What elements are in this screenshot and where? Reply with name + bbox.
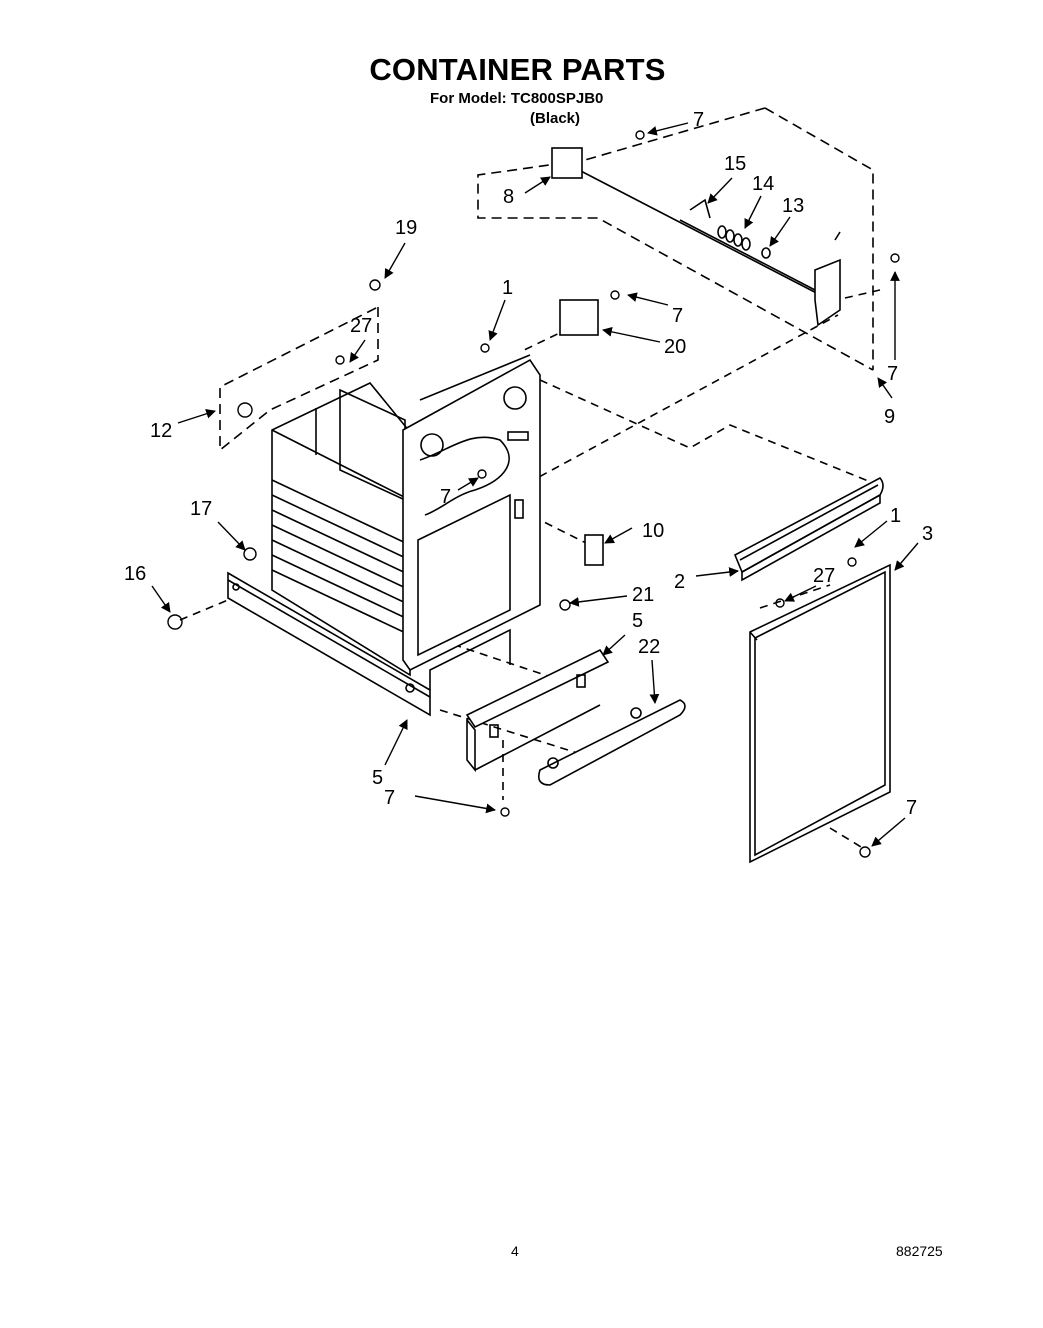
drawer-trim-8 (465, 648, 610, 773)
base-rail (227, 571, 511, 717)
upper-trim-2 (733, 476, 884, 582)
callout-20: 20 (664, 336, 686, 358)
dashed-group-top-right (477, 107, 874, 371)
callout-7: 7 (887, 363, 898, 385)
callout-3: 3 (922, 523, 933, 545)
door-panel-3 (749, 563, 891, 864)
callout-10: 9 (884, 406, 895, 428)
page-number: 4 (511, 1243, 519, 1259)
callout-14: 14 (752, 173, 774, 195)
callout-15: 15 (724, 153, 746, 175)
callout-13: 13 (782, 195, 804, 217)
callout-8: 5 (632, 610, 643, 632)
screws (167, 130, 900, 858)
callout-7: 7 (440, 486, 451, 508)
bracket-20 (559, 299, 599, 336)
callout-11: 10 (642, 520, 664, 542)
callout-5: 5 (372, 767, 383, 789)
callout-22: 22 (638, 636, 660, 658)
dashed-leader-lines (179, 289, 881, 851)
callout-labels: 7 8 15 14 13 19 1 7 20 27 12 7 9 7 10 17… (124, 109, 933, 819)
callout-7: 7 (906, 797, 917, 819)
callout-21: 21 (632, 584, 654, 606)
callout-9: 8 (503, 186, 514, 208)
bracket-11 (584, 534, 604, 566)
hinge-rod-assembly (551, 147, 841, 327)
dashed-group-left (219, 306, 379, 452)
callout-7: 7 (384, 787, 395, 809)
container-cabinet (271, 354, 541, 677)
callout-arrows (151, 122, 919, 847)
callout-17: 17 (190, 498, 212, 520)
document-number: 882725 (896, 1243, 943, 1259)
cabinet-louvers (271, 479, 411, 636)
callout-7: 7 (693, 109, 704, 131)
handle-22 (537, 699, 686, 786)
callout-12: 12 (150, 420, 172, 442)
callout-7: 7 (672, 305, 683, 327)
callout-2: 2 (674, 571, 685, 593)
page-title: CONTAINER PARTS (369, 52, 666, 87)
callout-1: 1 (890, 505, 901, 527)
callout-1: 1 (502, 277, 513, 299)
callout-16: 16 (124, 563, 146, 585)
model-line: For Model: TC800SPJB0 (430, 90, 604, 107)
callout-27: 27 (350, 315, 372, 337)
color-line: (Black) (530, 110, 581, 127)
callout-19: 19 (395, 217, 417, 239)
callout-27: 27 (813, 565, 835, 587)
